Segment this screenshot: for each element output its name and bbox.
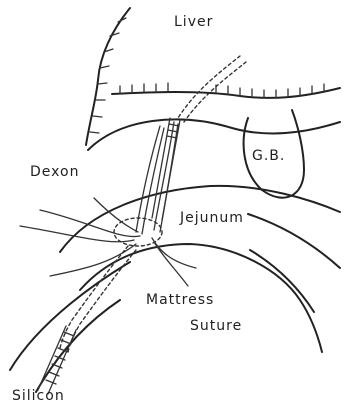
label-mattress: Mattress (146, 292, 214, 308)
label-liver: Liver (174, 14, 213, 30)
jejunum-lower-contour (10, 262, 130, 370)
label-dexon: Dexon (30, 164, 79, 180)
right-contour-upper (248, 214, 340, 268)
duct-upper-dotted (178, 56, 240, 118)
label-suture: Suture (190, 318, 242, 334)
jejunum-outer-lower-contour (36, 300, 120, 392)
dexon-sutures (20, 122, 196, 286)
label-gb: G.B. (252, 148, 285, 164)
label-jejunum: Jejunum (179, 210, 244, 226)
label-silicon: Silicon (12, 388, 65, 404)
